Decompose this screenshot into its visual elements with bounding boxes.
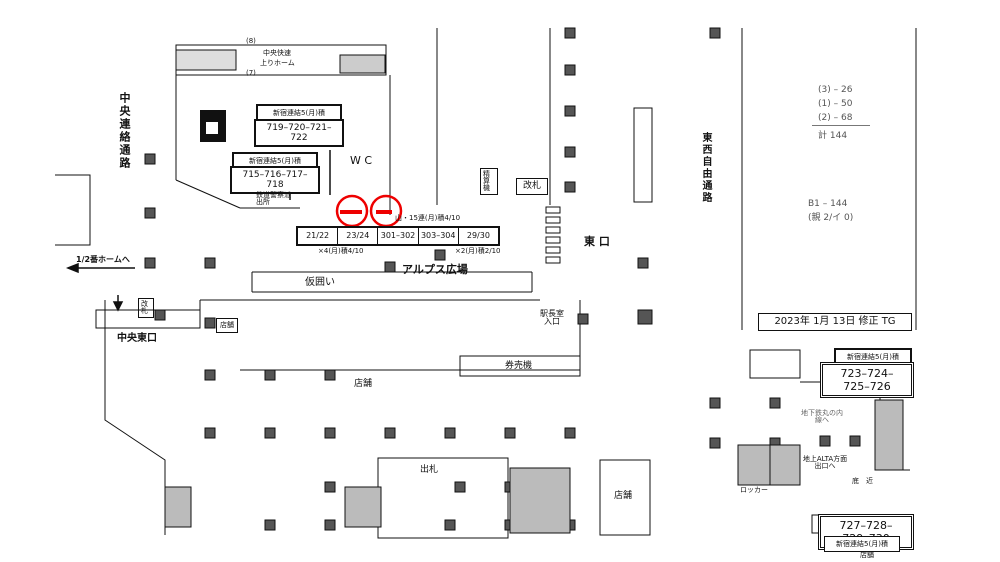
station-master-label: 駅長室入口 (540, 309, 564, 326)
rapid-home-label: 上りホーム (260, 59, 295, 67)
east-west-passage-label: 東西自由通路 (700, 132, 711, 204)
chuo-higashi-label: 中央東口 (117, 333, 157, 344)
sign-1-numbers: 719–720–721–722 (254, 119, 344, 147)
line-number-upper: (8) (246, 37, 256, 45)
alta-label: 地上ALTA方面出口へ (802, 455, 848, 470)
b1-sub: (親 2/イ 0) (808, 213, 854, 223)
seisanki-label: 精算機 (480, 168, 498, 195)
kaisatsu-label: 改札 (516, 178, 549, 195)
sign-4-title: 新宿連結5(月)積 (824, 536, 900, 552)
deguchi-label: 出札 (420, 465, 439, 475)
b1-count: B1 – 144 (808, 199, 848, 209)
store-center-label: 店舗 (354, 379, 373, 389)
wide-cell: 303–304 (419, 228, 459, 244)
subway-label: 地下鉄丸の内線へ (801, 409, 843, 424)
wide-sign-foot-2: ×2(月)積2/10 (455, 247, 501, 255)
store-bottom-right-label: 店舗 (860, 551, 874, 559)
locker-label: ロッカー (740, 486, 768, 494)
platform-12-label: 1/2番ホームへ (76, 255, 130, 264)
sign-1-title: 新宿連結5(月)積 (256, 104, 342, 122)
police-box-label: 鉄道警察派出所 (256, 191, 291, 206)
count-total: 計 144 (818, 131, 848, 141)
wide-cell: 23/24 (338, 228, 379, 244)
store-right-label: 店舗 (614, 491, 633, 501)
east-exit-label: 東 口 (584, 235, 610, 248)
wide-sign-foot-1: ×4(月)積4/10 (318, 247, 364, 255)
sign-3-numbers: 723–724–725–726 (820, 362, 914, 398)
yoko-label: 底 (852, 477, 859, 485)
count-2: (2) – 68 (818, 113, 853, 123)
wc-label: W C (350, 154, 373, 167)
alps-plaza-label: アルプス広場 (402, 263, 468, 276)
rapid-line-label: 中央快速 (263, 49, 291, 57)
ticket-machine-label: 券売機 (505, 361, 533, 371)
wide-sign-head: 山・15連(月)積4/10 (395, 214, 461, 222)
sign-2-numbers: 715–716–717–718 (230, 166, 320, 194)
wide-cell: 29/30 (466, 231, 490, 240)
kaisatsu-small-label: 改札 (138, 298, 154, 318)
wide-cell: 21/22 (298, 228, 339, 244)
wide-sign: 21/22 23/24 301–302 303–304 29/30 (296, 226, 500, 246)
line-number-lower: (7) (246, 69, 256, 77)
coffee-icon (200, 110, 226, 142)
wide-cell: 301–302 (378, 228, 419, 244)
revision-note: 2023年 1月 13日 修正 TG (758, 313, 912, 331)
kin-label: 近 (866, 477, 873, 485)
count-1: (1) – 50 (818, 99, 853, 109)
central-passage-label: 中央連絡通路 (118, 92, 131, 170)
store-left-label: 店舗 (216, 318, 238, 333)
count-3: (3) – 26 (818, 85, 853, 95)
count-divider (812, 125, 870, 126)
karigakoi-label: 仮囲い (305, 277, 335, 288)
